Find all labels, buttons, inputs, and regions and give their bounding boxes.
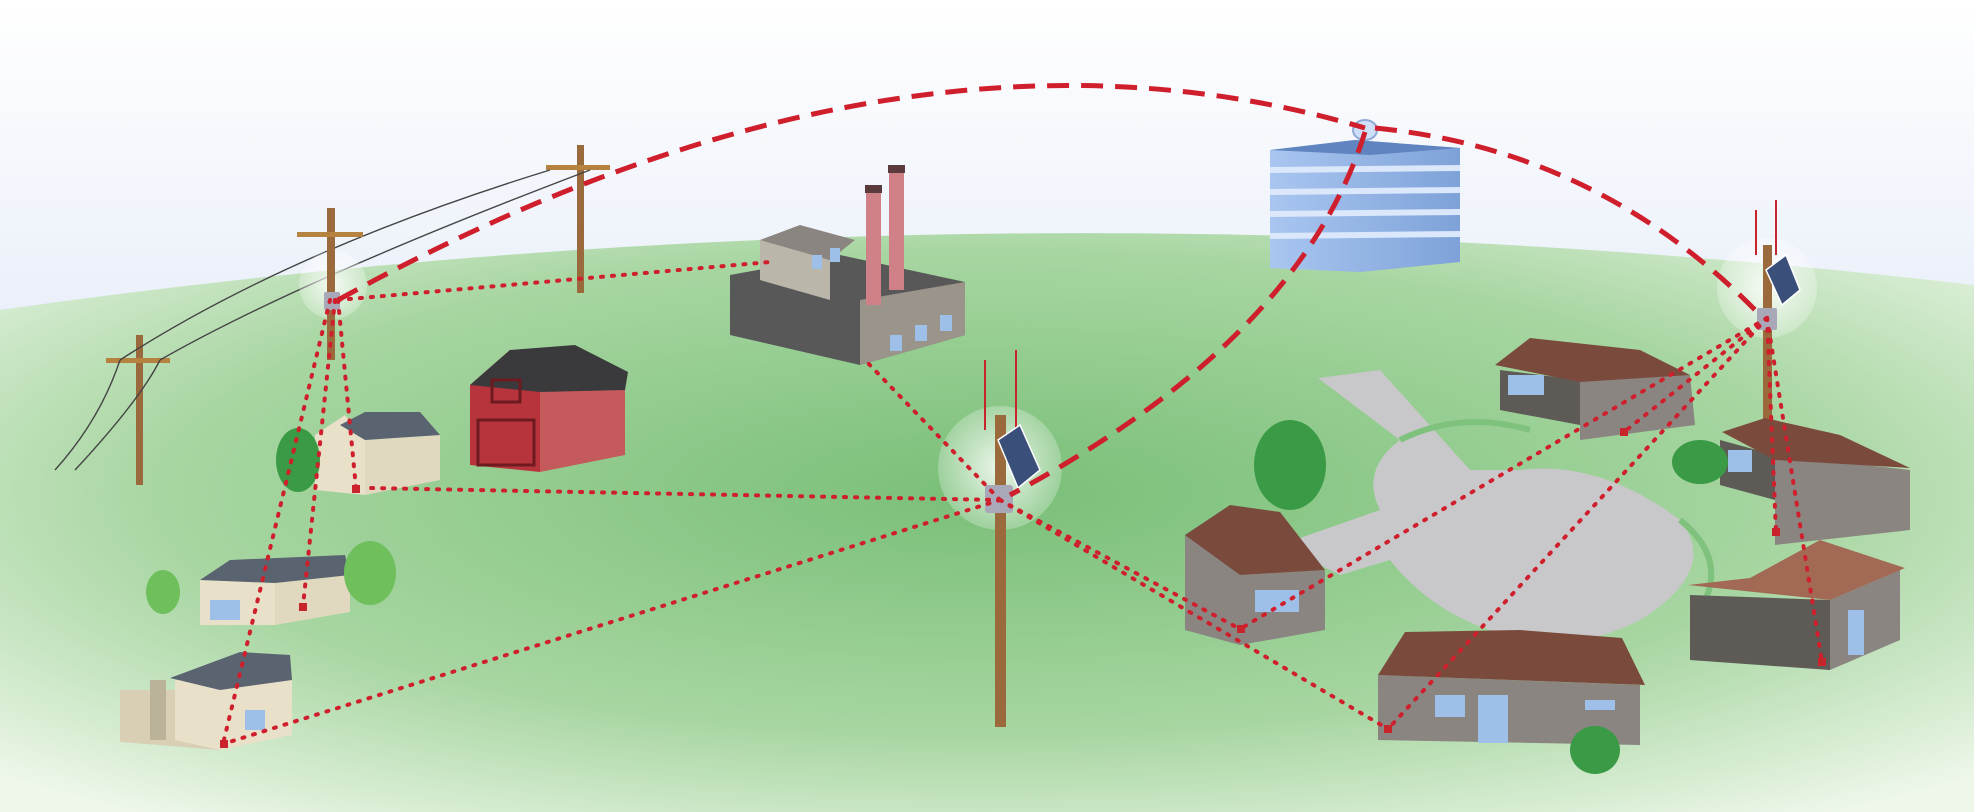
right-collector-pole[interactable] — [1717, 200, 1817, 430]
utility-pole-icon — [54, 145, 610, 485]
backhaul-links — [336, 83, 1762, 498]
office-building-icon — [1269, 119, 1461, 272]
factory-icon — [730, 165, 965, 365]
left-utility-pole[interactable] — [297, 208, 367, 360]
barn-icon — [470, 345, 628, 472]
center-collector-pole[interactable] — [938, 350, 1062, 727]
house-icon — [1185, 338, 1910, 774]
mesh-links — [221, 260, 1824, 746]
